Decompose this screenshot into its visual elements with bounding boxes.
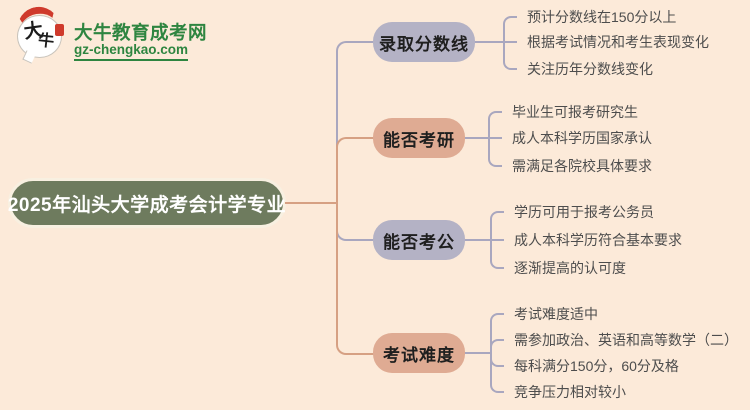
logo-character-niu: 牛 xyxy=(37,32,55,51)
leaf-item: 逐渐提高的认可度 xyxy=(514,260,626,276)
leaf-connector xyxy=(488,138,502,167)
root-node: 2025年汕头大学成考会计学专业 xyxy=(8,178,286,228)
leaf-connector xyxy=(490,339,504,354)
leaf-item: 需参加政治、英语和高等数学（二） xyxy=(514,332,738,348)
leaf-connector xyxy=(503,16,517,42)
leaf-connector xyxy=(490,211,504,241)
leaf-item: 毕业生可报考研究生 xyxy=(512,104,638,120)
branch-node-civil-service: 能否考公 xyxy=(373,220,465,260)
branch-node-admission-score: 录取分数线 xyxy=(373,22,475,62)
site-domain: gz-chengkao.com xyxy=(74,42,189,61)
leaf-item: 竞争压力相对较小 xyxy=(514,384,626,400)
red-seal-icon xyxy=(55,24,64,36)
speech-bubble-icon xyxy=(17,15,62,58)
leaf-connector xyxy=(503,42,517,70)
leaf-item: 学历可用于报考公务员 xyxy=(514,204,654,220)
leaf-item: 考试难度适中 xyxy=(514,306,598,322)
site-name: 大牛教育成考网 xyxy=(74,22,208,43)
bracket-inline xyxy=(465,137,488,139)
leaf-connector xyxy=(488,111,502,139)
branch-connector-2 xyxy=(336,137,374,204)
root-connector xyxy=(285,202,337,204)
leaf-item: 每科满分150分，60分及格 xyxy=(514,358,679,374)
leaf-item: 成人本科学历国家承认 xyxy=(512,130,652,146)
branch-node-exam-difficulty: 考试难度 xyxy=(373,333,465,373)
branch-connector-1 xyxy=(336,41,374,204)
leaf-item: 成人本科学历符合基本要求 xyxy=(514,232,682,248)
bracket-inline xyxy=(465,352,490,354)
bracket-inline xyxy=(475,41,503,43)
leaf-connector xyxy=(490,353,504,393)
leaf-item: 预计分数线在150分以上 xyxy=(527,9,677,25)
leaf-item: 根据考试情况和考生表现变化 xyxy=(527,34,709,50)
leaf-connector xyxy=(490,313,504,354)
branch-node-grad-school: 能否考研 xyxy=(373,118,465,158)
leaf-connector xyxy=(490,240,504,269)
leaf-item: 关注历年分数线变化 xyxy=(527,61,653,77)
leaf-item: 需满足各院校具体要求 xyxy=(512,158,652,174)
branch-connector-4 xyxy=(336,203,374,355)
bracket-inline xyxy=(465,239,490,241)
